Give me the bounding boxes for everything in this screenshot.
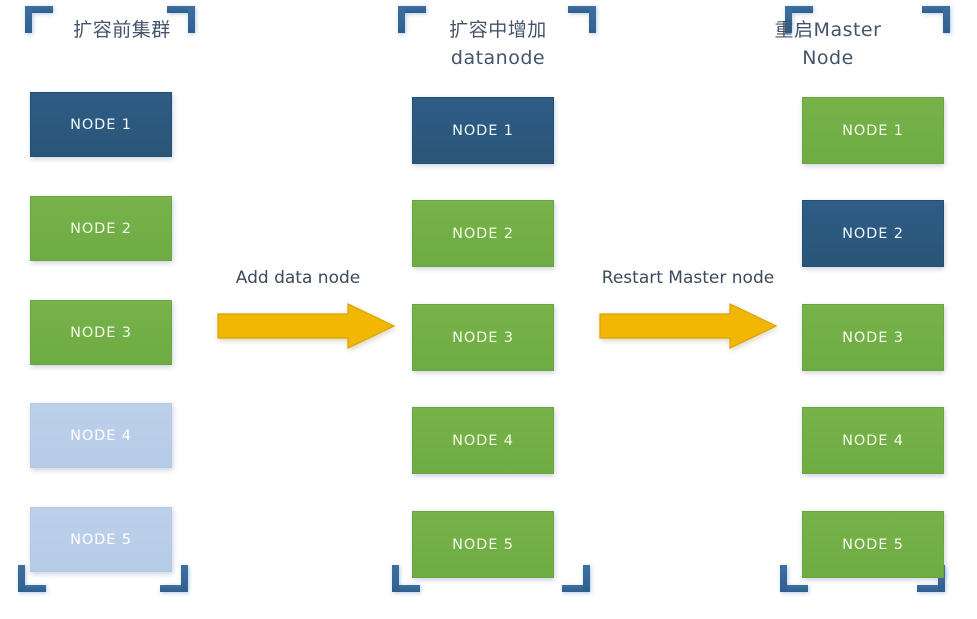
node-box-2[interactable]: NODE 2 [412,200,554,267]
node-label: NODE 1 [842,122,904,139]
node-box-4[interactable]: NODE 4 [30,403,172,468]
node-box-4[interactable]: NODE 4 [412,407,554,474]
node-label: NODE 4 [452,432,514,449]
node-box-4[interactable]: NODE 4 [802,407,944,474]
corner-bracket-top-left-icon [785,6,813,33]
panel-title-adding-datanode: 扩容中增加 datanode [449,19,547,69]
node-box-5[interactable]: NODE 5 [802,511,944,578]
panel-title-before-scaling: 扩容前集群 [73,19,171,41]
panel-restart-master: 重启Master Node NODE 1 NODE 2 NODE 3 NODE … [660,0,977,619]
arrow-right-icon [217,303,396,349]
node-label: NODE 2 [452,225,514,242]
node-box-5[interactable]: NODE 5 [30,507,172,572]
panel-title-restart-master: 重启Master Node [774,19,882,69]
panel-before-scaling: 扩容前集群 NODE 1 NODE 2 NODE 3 NODE 4 NODE 5 [0,0,330,619]
corner-bracket-bottom-right-icon [917,565,945,592]
node-label: NODE 2 [70,220,132,237]
panel-adding-datanode: 扩容中增加 datanode NODE 1 NODE 2 NODE 3 NODE… [330,0,660,619]
node-box-2[interactable]: NODE 2 [30,196,172,261]
node-label: NODE 4 [842,432,904,449]
corner-bracket-bottom-left-icon [780,565,808,592]
arrow-right-icon [599,303,778,349]
node-box-1[interactable]: NODE 1 [30,92,172,157]
corner-bracket-top-right-icon [167,6,195,33]
node-label: NODE 5 [70,531,132,548]
corner-bracket-bottom-right-icon [160,565,188,592]
corner-bracket-bottom-right-icon [562,565,590,592]
node-label: NODE 5 [842,536,904,553]
corner-bracket-top-right-icon [922,6,950,33]
node-label: NODE 1 [452,122,514,139]
node-box-3[interactable]: NODE 3 [30,300,172,365]
node-box-5[interactable]: NODE 5 [412,511,554,578]
node-box-3[interactable]: NODE 3 [802,304,944,371]
corner-bracket-bottom-left-icon [18,565,46,592]
corner-bracket-bottom-left-icon [392,565,420,592]
node-box-2[interactable]: NODE 2 [802,200,944,267]
arrow-label-add-data-node: Add data node [235,268,361,288]
corner-bracket-top-left-icon [25,6,53,33]
node-label: NODE 3 [842,329,904,346]
corner-bracket-top-left-icon [398,6,426,33]
corner-bracket-top-right-icon [568,6,596,33]
node-label: NODE 3 [452,329,514,346]
node-box-3[interactable]: NODE 3 [412,304,554,371]
node-box-1[interactable]: NODE 1 [802,97,944,164]
node-box-1[interactable]: NODE 1 [412,97,554,164]
node-label: NODE 1 [70,116,132,133]
node-label: NODE 3 [70,324,132,341]
node-label: NODE 2 [842,225,904,242]
node-label: NODE 4 [70,427,132,444]
arrow-label-restart-master-node: Restart Master node [601,268,775,288]
node-label: NODE 5 [452,536,514,553]
